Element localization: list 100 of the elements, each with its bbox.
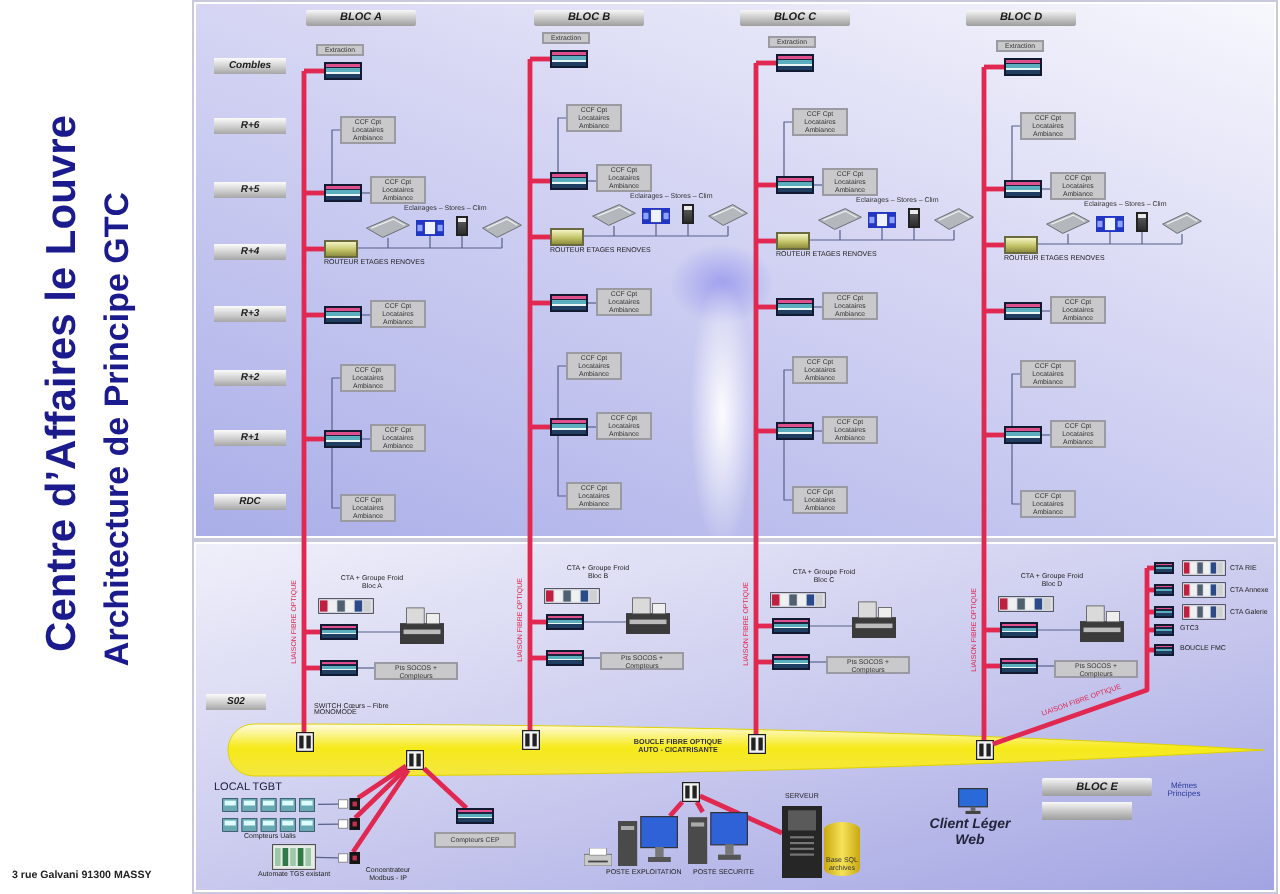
connector-line bbox=[587, 426, 597, 428]
controller-icon bbox=[1004, 302, 1042, 320]
floor-tab bbox=[214, 244, 286, 260]
controller-icon bbox=[1004, 180, 1042, 198]
connector-line bbox=[953, 229, 955, 241]
router-icon bbox=[550, 228, 584, 246]
info-card bbox=[370, 424, 426, 452]
bloc-header bbox=[966, 10, 1076, 26]
info-card bbox=[340, 364, 396, 392]
machine-icon bbox=[626, 596, 670, 634]
info-card bbox=[340, 494, 396, 522]
device-icon bbox=[682, 204, 694, 224]
bloc-header bbox=[306, 10, 416, 26]
panel-icon bbox=[708, 204, 748, 226]
info-card bbox=[792, 486, 848, 514]
connector-line bbox=[839, 229, 841, 241]
subtitle: Architecture de Principe GTC bbox=[97, 190, 136, 666]
controller-icon bbox=[550, 418, 588, 436]
device-icon bbox=[456, 216, 468, 236]
controller-icon bbox=[776, 54, 814, 72]
controller-icon bbox=[546, 650, 584, 666]
controller-icon bbox=[1000, 622, 1038, 638]
floor-tab bbox=[214, 370, 286, 386]
connector-line bbox=[813, 430, 823, 432]
connector-line bbox=[984, 432, 1004, 438]
device-icon bbox=[908, 208, 920, 228]
connector-line bbox=[984, 64, 1004, 70]
controller-icon bbox=[1000, 658, 1038, 674]
connector-line bbox=[387, 237, 389, 249]
controller-icon bbox=[1154, 644, 1174, 656]
connector-line bbox=[317, 823, 339, 825]
connector-line bbox=[1011, 373, 1021, 427]
router-icon bbox=[324, 240, 358, 258]
connector-line bbox=[304, 68, 324, 74]
connector-line bbox=[1141, 231, 1143, 245]
connector-line bbox=[756, 304, 776, 310]
connector-line bbox=[356, 764, 408, 800]
computer-icon bbox=[688, 812, 748, 864]
info-card bbox=[768, 36, 816, 48]
controller-icon bbox=[456, 808, 494, 824]
info-card bbox=[822, 416, 878, 444]
connector-line bbox=[331, 447, 341, 509]
connector-line bbox=[727, 225, 729, 237]
connector-line bbox=[351, 768, 411, 854]
connector-line bbox=[668, 800, 685, 818]
server-icon bbox=[782, 806, 822, 878]
connector-line bbox=[1037, 665, 1055, 667]
module-icon bbox=[416, 220, 444, 236]
connector-line bbox=[699, 793, 783, 836]
controller-icon bbox=[324, 430, 362, 448]
connector-line bbox=[1011, 443, 1021, 505]
connector-line bbox=[1109, 231, 1111, 245]
info-card bbox=[1020, 112, 1076, 140]
connector-line bbox=[809, 625, 853, 627]
floor-tab bbox=[206, 694, 266, 710]
info-card bbox=[822, 292, 878, 320]
machine-icon bbox=[400, 606, 444, 644]
connector-line bbox=[422, 766, 469, 810]
title: Centre d’Affaires le Louvre bbox=[38, 115, 86, 652]
connector-line bbox=[583, 621, 627, 623]
panel-icon bbox=[934, 208, 974, 230]
bloc-header bbox=[534, 10, 644, 26]
controller-icon bbox=[324, 184, 362, 202]
connector-line bbox=[530, 424, 550, 430]
connector-line bbox=[357, 631, 401, 633]
controller-icon bbox=[772, 618, 810, 634]
controller-icon bbox=[550, 50, 588, 68]
connector-line bbox=[655, 223, 657, 237]
controller-icon bbox=[776, 176, 814, 194]
controller-icon bbox=[1154, 562, 1174, 574]
connector-line bbox=[783, 121, 793, 177]
connector-line bbox=[557, 435, 567, 497]
converter-icon bbox=[338, 852, 360, 864]
panel-icon bbox=[482, 216, 522, 238]
info-card bbox=[542, 32, 590, 44]
blank-tab bbox=[1042, 802, 1132, 820]
rack-icon bbox=[272, 844, 316, 870]
info-card bbox=[596, 164, 652, 192]
machine-icon bbox=[1080, 604, 1124, 642]
info-card bbox=[596, 412, 652, 440]
connector-line bbox=[1041, 188, 1051, 190]
controller-icon bbox=[546, 614, 584, 630]
meters-icon bbox=[222, 818, 318, 832]
controller-icon bbox=[772, 654, 810, 670]
machine-icon bbox=[852, 600, 896, 638]
controller-icon bbox=[320, 624, 358, 640]
connector-line bbox=[1041, 434, 1051, 436]
controller-icon bbox=[1154, 624, 1174, 636]
panel-icon bbox=[818, 208, 862, 230]
connector-line bbox=[984, 308, 1004, 314]
info-card bbox=[434, 832, 516, 848]
connector-line bbox=[1011, 125, 1021, 181]
controller-icon bbox=[1004, 58, 1042, 76]
controller-icon bbox=[1154, 584, 1174, 596]
connector-line bbox=[809, 661, 827, 663]
controller-icon bbox=[1154, 606, 1174, 618]
connector-line bbox=[357, 667, 375, 669]
info-card bbox=[566, 482, 622, 510]
info-card bbox=[1020, 490, 1076, 518]
controller-icon bbox=[324, 306, 362, 324]
